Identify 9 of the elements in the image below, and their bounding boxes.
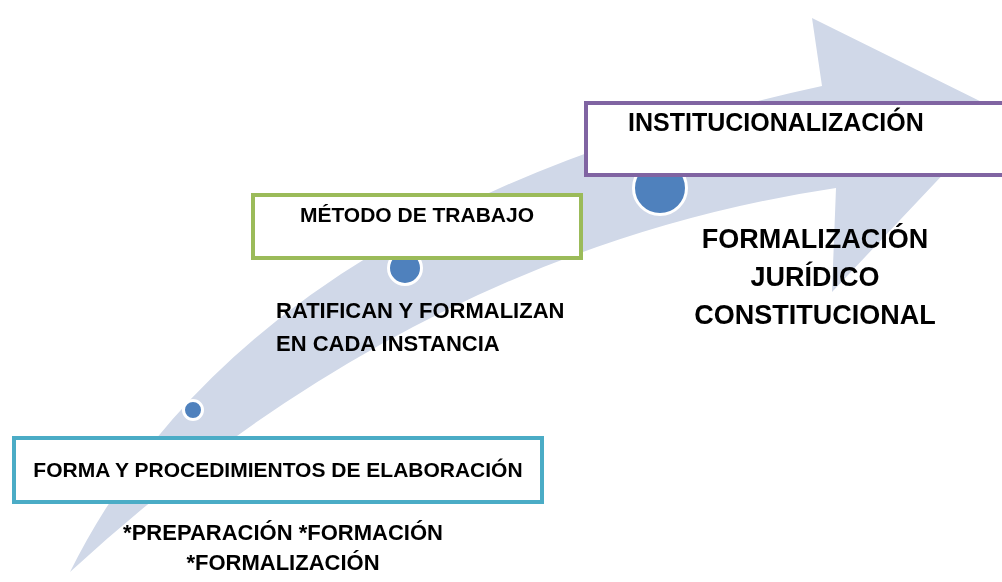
stage-description: *PREPARACIÓN *FORMACIÓN *FORMALIZACIÓN — [122, 519, 444, 577]
stage-box — [12, 436, 544, 504]
stage-description: RATIFICAN Y FORMALIZAN EN CADA INSTANCIA — [276, 297, 566, 358]
stage-title: MÉTODO DE TRABAJO — [298, 202, 536, 228]
stage-box — [584, 101, 1002, 177]
stage-box — [251, 193, 583, 260]
stage-description: FORMALIZACIÓN JURÍDICO CONSTITUCIONAL — [693, 222, 937, 332]
stage-title: INSTITUCIONALIZACIÓN — [628, 107, 925, 137]
stage-title: FORMA Y PROCEDIMIENTOS DE ELABORACIÓN — [32, 457, 524, 483]
